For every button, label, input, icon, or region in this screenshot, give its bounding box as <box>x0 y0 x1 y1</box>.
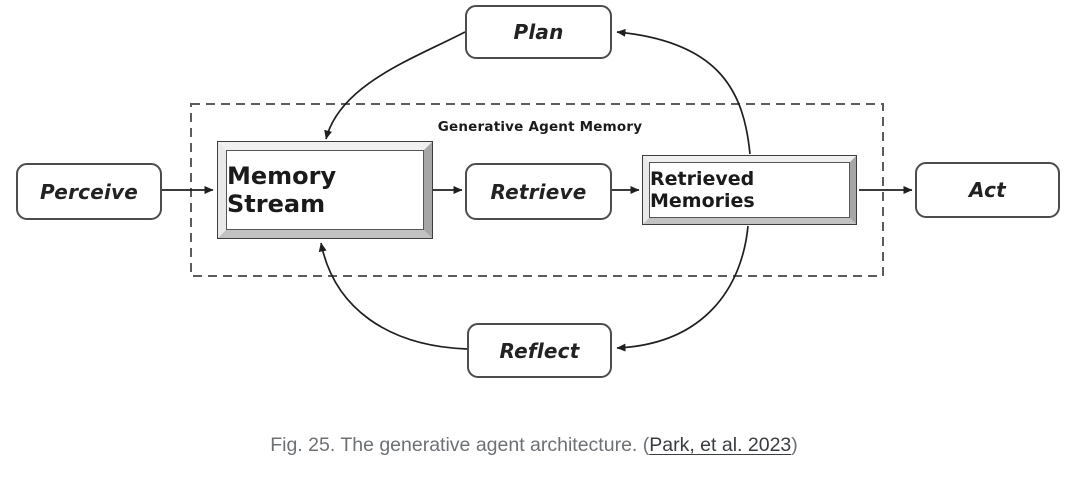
arrow-retrieved-memories-to-reflect <box>616 225 749 352</box>
node-retrieved-memories-label: Retrieved Memories <box>650 168 755 212</box>
node-retrieve: Retrieve <box>465 163 612 220</box>
node-memory-stream: Memory Stream <box>217 141 433 239</box>
node-reflect: Reflect <box>467 323 612 378</box>
node-perceive-label: Perceive <box>39 179 139 204</box>
arrow-plan-to-memory-stream <box>324 31 466 140</box>
memory-stream-bevel-frame: Memory Stream <box>218 142 432 238</box>
node-act: Act <box>915 162 1060 218</box>
citation-link[interactable]: Park, et al. 2023 <box>649 434 792 456</box>
node-plan-label: Plan <box>513 20 564 44</box>
node-act-label: Act <box>969 178 1006 202</box>
node-retrieve-label: Retrieve <box>490 179 587 204</box>
retrieved-memories-bevel-frame: Retrieved Memories <box>643 156 856 224</box>
figure-caption-closing: ) <box>791 434 798 456</box>
node-memory-stream-label: Memory Stream <box>227 162 337 218</box>
node-perceive: Perceive <box>16 163 162 220</box>
arrow-retrieved-memories-to-plan <box>616 28 751 155</box>
figure-caption: Fig. 25. The generative agent architectu… <box>0 434 1068 457</box>
node-reflect-label: Reflect <box>499 338 580 363</box>
node-plan: Plan <box>465 5 612 59</box>
generative-agent-memory-label: Generative Agent Memory <box>437 119 643 135</box>
arrow-reflect-to-memory-stream <box>318 242 468 350</box>
node-retrieved-memories: Retrieved Memories <box>642 155 857 225</box>
figure-caption-text: Fig. 25. The generative agent architectu… <box>270 434 650 456</box>
